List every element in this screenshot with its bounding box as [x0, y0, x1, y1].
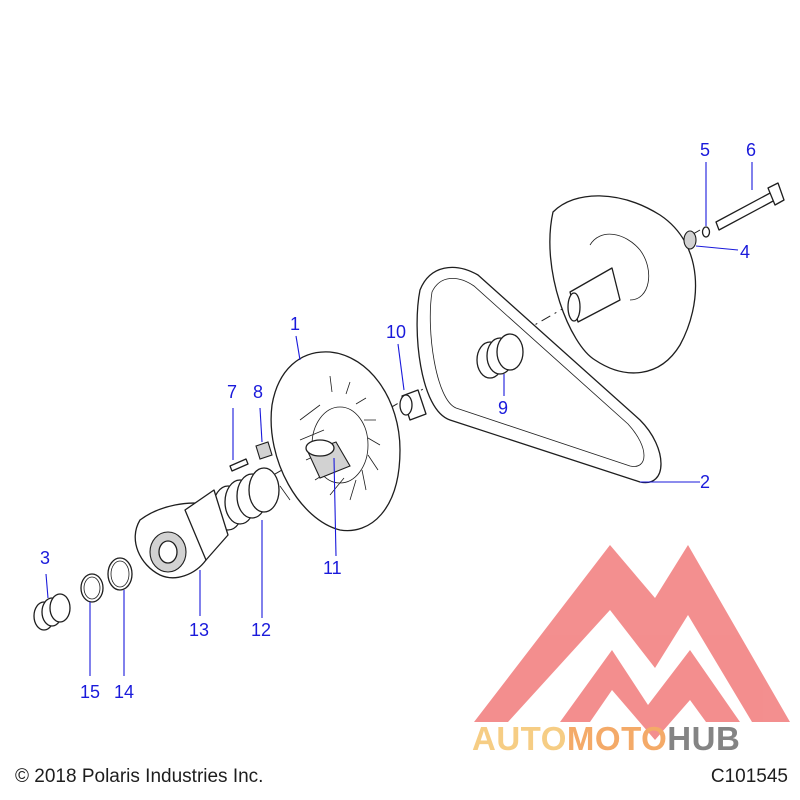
part-roller-8: [255, 441, 273, 460]
drawing-id: C101545: [710, 766, 788, 787]
callout-10: 10: [386, 322, 406, 342]
part-bolt-6: [715, 182, 785, 231]
part-washer-3: [33, 593, 71, 631]
callout-11: 11: [323, 558, 342, 578]
part-spring-12: [212, 467, 291, 531]
part-sheave-1: [270, 351, 401, 532]
part-washer-4: [683, 230, 697, 250]
callout-12: 12: [251, 620, 271, 640]
part-drive-belt: [416, 266, 662, 484]
leader-lines: [45, 162, 753, 676]
callout-7: 7: [227, 382, 237, 402]
watermark-logo: AUTOMOTOHUB: [472, 545, 790, 757]
callout-13: 13: [189, 620, 209, 640]
part-pin-7: [229, 458, 249, 472]
part-ring-15: [80, 573, 104, 603]
watermark-word-hub: HUB: [667, 720, 740, 757]
watermark-word-moto: MOTO: [567, 720, 667, 757]
callouts: 1 2 3 4 5 6 7 8 9 10 11 12 13 14 15: [40, 140, 756, 702]
part-ring-14: [107, 557, 133, 591]
callout-14: 14: [114, 682, 134, 702]
watermark-word-auto: AUTO: [472, 720, 567, 757]
callout-1: 1: [290, 314, 300, 334]
callout-5: 5: [700, 140, 710, 160]
part-bushing-11: [305, 439, 351, 479]
callout-9: 9: [498, 398, 508, 418]
svg-text:AUTOMOTOHUB: AUTOMOTOHUB: [472, 720, 740, 757]
callout-15: 15: [80, 682, 100, 702]
watermark-logo-mark: [474, 545, 790, 740]
callout-6: 6: [746, 140, 756, 160]
copyright-text: © 2018 Polaris Industries Inc.: [15, 766, 264, 787]
part-spring-9: [476, 333, 524, 379]
callout-8: 8: [253, 382, 263, 402]
part-bushing-10: [399, 389, 427, 421]
callout-2: 2: [700, 472, 710, 492]
part-hub-13: [134, 489, 229, 579]
part-washer-5: [701, 226, 711, 238]
callout-3: 3: [40, 548, 50, 568]
callout-4: 4: [740, 242, 750, 262]
part-driven-sheave: [549, 195, 697, 374]
